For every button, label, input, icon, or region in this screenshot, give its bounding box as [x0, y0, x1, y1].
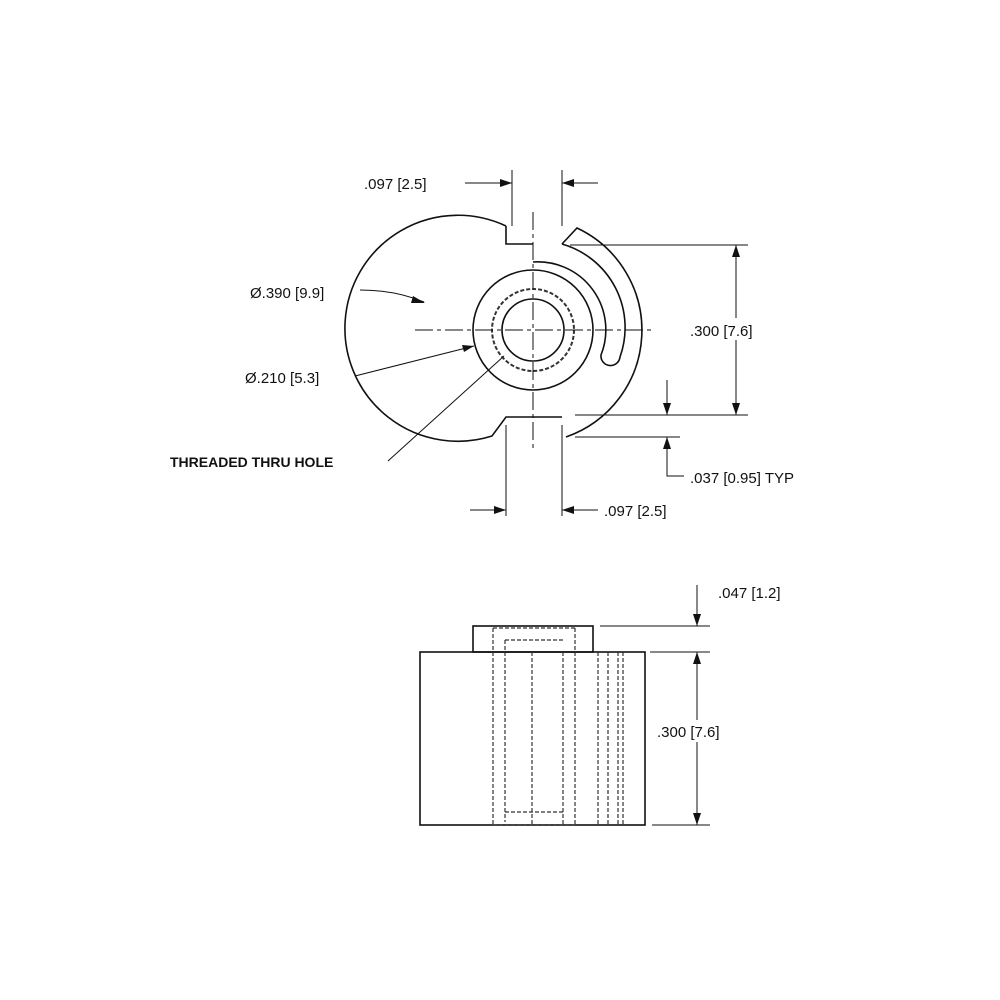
- outer-profile-left: [344, 214, 562, 443]
- slot-width-bottom-label: .097 [2.5]: [604, 503, 667, 520]
- boss-height-label: .047 [1.2]: [718, 585, 781, 602]
- height-label: .300 [7.6]: [690, 323, 753, 340]
- thread-circle: [491, 288, 575, 372]
- arrow-icon: [411, 296, 425, 303]
- hole-label: THREADED THRU HOLE: [170, 454, 333, 470]
- arrow-icon: [500, 179, 574, 187]
- c-slot: [532, 243, 626, 367]
- boss-diameter-label: Ø.210 [5.3]: [245, 370, 319, 387]
- leader-line: [354, 345, 475, 377]
- boss-outline: [472, 625, 594, 653]
- boss-circle: [472, 269, 594, 391]
- arrow-icon: [462, 345, 474, 352]
- side-view: .047 [1.2] .300 [7.6]: [419, 585, 781, 826]
- hole-circle: [501, 298, 565, 362]
- top-view: .097 [2.5] Ø.390 [9.9] Ø.210 [5.3] THREA…: [170, 170, 794, 520]
- slot-depth-label: .037 [0.95] TYP: [690, 470, 794, 487]
- leader-line: [387, 355, 505, 462]
- body-height-label: .300 [7.6]: [657, 724, 720, 741]
- hidden-lines: [492, 627, 624, 826]
- slot-width-top-label: .097 [2.5]: [364, 176, 427, 193]
- outer-diameter-label: Ø.390 [9.9]: [250, 285, 324, 302]
- leader-line: [666, 437, 684, 477]
- arrow-icon: [693, 614, 701, 825]
